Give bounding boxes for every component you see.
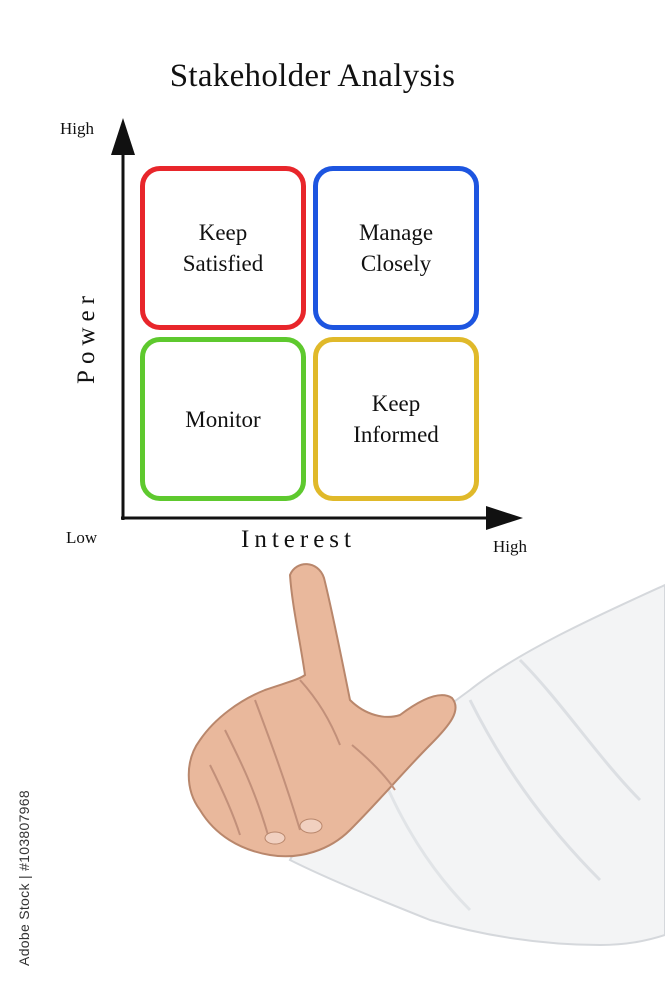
shirt-sleeve bbox=[288, 583, 665, 947]
diagram-title: Stakeholder Analysis bbox=[169, 58, 456, 94]
quadrant-monitor: Monitor bbox=[140, 337, 306, 501]
y-axis-low-label: Low bbox=[66, 528, 98, 547]
quadrant-label: Manage Closely bbox=[358, 220, 434, 276]
quadrant-label: Monitor bbox=[185, 406, 261, 432]
x-axis-arrow-icon bbox=[486, 506, 523, 530]
quadrant-keep-satisfied: Keep Satisfied bbox=[140, 166, 306, 330]
y-axis-high-label: High bbox=[60, 119, 94, 138]
quadrant-keep-informed: Keep Informed bbox=[313, 337, 479, 501]
y-axis-arrow-icon bbox=[111, 118, 135, 155]
watermark-text: Adobe Stock | #103807968 bbox=[16, 790, 32, 966]
quadrant-label: Keep Satisfied bbox=[182, 220, 264, 276]
x-axis-high-label: High bbox=[493, 537, 527, 556]
quadrant-label: Keep Informed bbox=[353, 391, 439, 447]
quadrant-manage-closely: Manage Closely bbox=[313, 166, 479, 330]
x-axis-title: Interest bbox=[241, 526, 356, 553]
